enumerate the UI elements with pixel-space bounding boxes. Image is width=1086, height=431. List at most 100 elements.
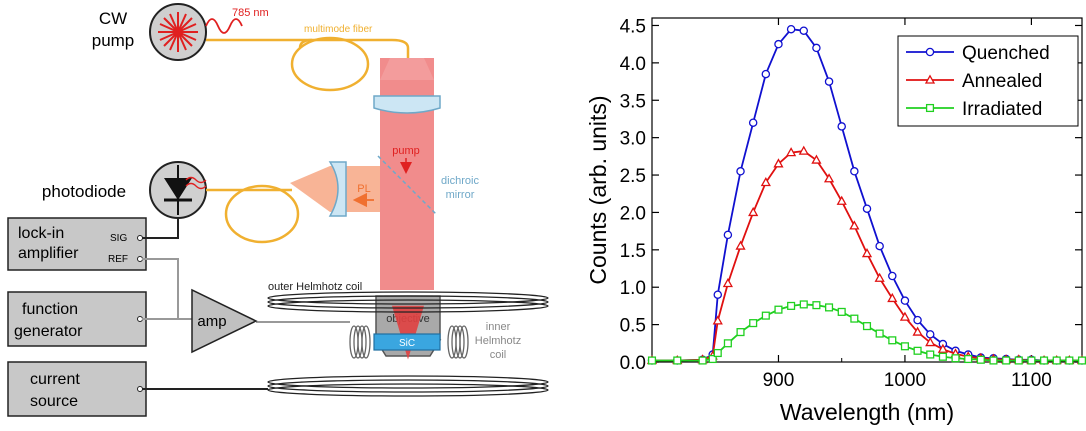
data-point bbox=[774, 305, 783, 314]
function-generator-label-line2: generator bbox=[14, 323, 83, 340]
data-point bbox=[748, 118, 758, 127]
data-point bbox=[773, 158, 784, 168]
data-point bbox=[899, 311, 911, 321]
legend-item: Annealed bbox=[906, 71, 1042, 92]
data-point bbox=[887, 292, 898, 303]
data-point bbox=[760, 176, 771, 187]
data-point bbox=[861, 248, 873, 258]
data-point bbox=[850, 314, 859, 323]
data-point bbox=[875, 241, 884, 251]
data-point bbox=[926, 350, 935, 359]
data-point bbox=[812, 43, 821, 53]
legend-label: Quenched bbox=[962, 43, 1050, 64]
laser-wave-icon bbox=[205, 18, 243, 34]
data-point bbox=[761, 311, 770, 320]
data-point bbox=[836, 195, 847, 205]
data-point bbox=[722, 277, 733, 288]
data-point bbox=[900, 342, 909, 351]
multimode-fiber-label: multimode fiber bbox=[304, 24, 373, 35]
data-point bbox=[937, 343, 948, 353]
data-point bbox=[1065, 356, 1074, 365]
photodiode-icon bbox=[149, 161, 207, 219]
y-axis-label: Counts (arb. units) bbox=[585, 95, 611, 284]
data-point bbox=[900, 296, 910, 305]
data-point bbox=[774, 39, 783, 49]
data-point bbox=[673, 356, 682, 365]
amplifier: amp bbox=[191, 288, 258, 354]
pl-lens bbox=[328, 161, 347, 217]
sic-sample bbox=[373, 333, 441, 351]
data-point bbox=[736, 167, 745, 176]
data-point bbox=[749, 319, 758, 328]
focused-beam bbox=[392, 305, 424, 360]
current-source-label-line2: source bbox=[30, 393, 78, 410]
function-generator-label-line1: function bbox=[22, 301, 78, 318]
data-point bbox=[787, 301, 796, 310]
y-tick-label: 1.0 bbox=[620, 278, 646, 299]
data-point bbox=[1040, 356, 1049, 365]
data-point bbox=[964, 354, 973, 364]
series-annealed bbox=[646, 145, 1086, 365]
pump-beam bbox=[380, 58, 434, 290]
y-tick-label: 2.5 bbox=[620, 166, 646, 187]
y-tick-label: 3.0 bbox=[620, 129, 646, 150]
wiring bbox=[142, 218, 350, 390]
data-point bbox=[976, 355, 985, 364]
pl-arrow-label: PL bbox=[357, 183, 370, 195]
data-point bbox=[925, 330, 935, 339]
data-point bbox=[924, 74, 936, 84]
data-point bbox=[888, 336, 897, 345]
series-layer bbox=[646, 24, 1086, 365]
outer-coil-bottom bbox=[267, 375, 549, 397]
data-point bbox=[825, 303, 834, 312]
cw-pump-label-line1: CW bbox=[99, 9, 127, 28]
inner-coil-label-line2: Helmhotz bbox=[475, 335, 521, 347]
data-point bbox=[708, 354, 717, 364]
data-point bbox=[888, 271, 897, 281]
data-point bbox=[1014, 356, 1023, 365]
y-tick-label: 2.0 bbox=[620, 203, 646, 224]
data-point bbox=[912, 326, 923, 336]
sic-label: SiC bbox=[399, 338, 415, 349]
y-tick-label: 0.0 bbox=[620, 353, 646, 374]
data-point bbox=[786, 147, 797, 157]
lockin-label-line1: lock-in bbox=[18, 225, 64, 242]
series-line bbox=[652, 303, 1082, 362]
data-point bbox=[850, 167, 859, 176]
data-point bbox=[1077, 356, 1086, 365]
data-point bbox=[786, 24, 796, 34]
cw-pump-label-line2: pump bbox=[92, 31, 135, 50]
data-point bbox=[989, 356, 998, 365]
multimode-fiber bbox=[206, 36, 410, 92]
inner-coil-right bbox=[447, 325, 469, 359]
data-point bbox=[723, 339, 732, 348]
dichroic-mirror-label-line1: dichroic bbox=[441, 175, 479, 187]
outer-coil-label: outer Helmhotz coil bbox=[268, 281, 362, 293]
pump-arrow-label: pump bbox=[392, 145, 420, 157]
laser-icon bbox=[149, 3, 207, 61]
data-point bbox=[811, 154, 822, 164]
x-tick-label: 1000 bbox=[884, 370, 926, 391]
data-point bbox=[1027, 356, 1036, 365]
data-point bbox=[798, 145, 809, 155]
y-tick-label: 4.5 bbox=[620, 16, 646, 37]
lens bbox=[373, 95, 441, 114]
lockin-label-line2: amplifier bbox=[18, 245, 79, 262]
photodiode-label: photodiode bbox=[42, 182, 126, 201]
plot-frame bbox=[651, 17, 1083, 363]
inner-coil-left bbox=[349, 325, 371, 359]
data-point bbox=[713, 290, 723, 299]
x-tick-label: 1100 bbox=[1011, 370, 1052, 391]
current-source-label-line1: current bbox=[30, 371, 80, 388]
series-irradiated bbox=[647, 300, 1086, 365]
data-point bbox=[712, 315, 723, 325]
inner-coil-label-line1: inner bbox=[486, 321, 511, 333]
y-tick-label: 1.5 bbox=[620, 241, 646, 262]
data-point bbox=[837, 122, 846, 131]
data-point bbox=[875, 329, 884, 338]
legend-label: Annealed bbox=[962, 71, 1042, 92]
y-tick-label: 4.0 bbox=[620, 54, 646, 75]
data-point bbox=[913, 315, 922, 325]
